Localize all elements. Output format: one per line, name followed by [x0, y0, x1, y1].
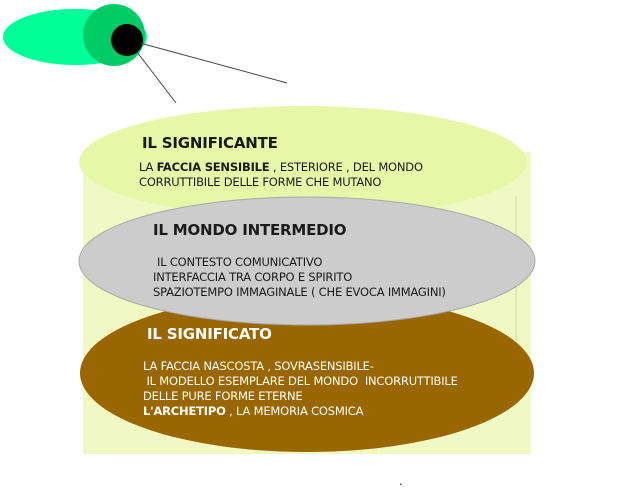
- significante-description: LA FACCIA SENSIBILE , ESTERIORE , DEL MO…: [139, 160, 423, 190]
- significato-line-4: L'ARCHETIPO , LA MEMORIA COSMICA: [143, 404, 458, 419]
- significato-ellipse: [80, 294, 534, 452]
- mondo-intermedio-line-1: IL CONTESTO COMUNICATIVO: [157, 255, 323, 269]
- sight-line-lower: [136, 51, 177, 104]
- sight-line-upper: [139, 42, 288, 84]
- significato-description: LA FACCIA NASCOSTA , SOVRASENSIBILE- IL …: [143, 359, 458, 419]
- significato-line-4-bold: L'ARCHETIPO: [143, 404, 226, 418]
- mondo-intermedio-description: IL CONTESTO COMUNICATIVO INTERFACCIA TRA…: [153, 255, 446, 300]
- footnote-dot: .: [399, 474, 403, 488]
- significato-line-4-suffix: , LA MEMORIA COSMICA: [225, 404, 364, 418]
- significante-title: IL SIGNIFICANTE: [142, 134, 278, 152]
- mondo-intermedio-line-3: SPAZIOTEMPO IMMAGINALE ( CHE EVOCA IMMAG…: [153, 285, 446, 299]
- significato-title: IL SIGNIFICATO: [147, 325, 272, 343]
- significato-line-2: IL MODELLO ESEMPLARE DEL MONDO INCORRUTT…: [143, 374, 458, 388]
- mondo-intermedio-title: IL MONDO INTERMEDIO: [153, 221, 347, 239]
- eye-pupil: [111, 24, 143, 56]
- significante-line-2: CORRUTTIBILE DELLE FORME CHE MUTANO: [139, 175, 382, 189]
- significante-line-1-prefix: LA: [139, 160, 157, 174]
- significante-line-1: LA FACCIA SENSIBILE , ESTERIORE , DEL MO…: [139, 160, 423, 175]
- significato-line-3: DELLE PURE FORME ETERNE: [143, 389, 303, 403]
- mondo-intermedio-ellipse: [78, 196, 536, 326]
- significante-line-1-suffix: , ESTERIORE , DEL MONDO: [269, 160, 423, 174]
- significante-line-1-bold: FACCIA SENSIBILE: [156, 160, 270, 174]
- eye-icon: [3, 4, 147, 66]
- significato-line-1: LA FACCIA NASCOSTA , SOVRASENSIBILE-: [143, 359, 374, 373]
- significante-ellipse: [79, 106, 527, 218]
- mondo-intermedio-line-2: INTERFACCIA TRA CORPO E SPIRITO: [153, 270, 353, 284]
